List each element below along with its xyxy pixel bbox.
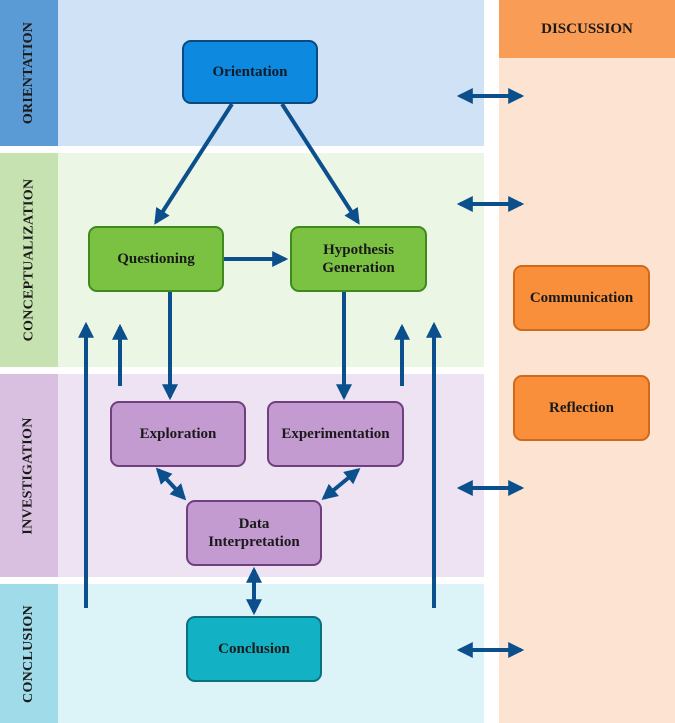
interpretation-node-label-line1: Data: [238, 516, 270, 532]
investigation-band-label-bg: INVESTIGATION: [0, 374, 58, 577]
exploration-node-label: Exploration: [139, 426, 217, 442]
discussion-column: [499, 0, 675, 723]
conclusion-node-label: Conclusion: [218, 641, 290, 657]
experimentation-node-label: Experimentation: [281, 426, 390, 442]
reflection-node-label: Reflection: [549, 400, 614, 416]
questioning-node-label: Questioning: [117, 251, 195, 267]
communication-node-label: Communication: [529, 290, 634, 306]
orientation-node-label: Orientation: [212, 64, 288, 80]
conclusion-band-label-bg: CONCLUSION: [0, 584, 58, 723]
conceptualization-band-label: CONCEPTUALIZATION: [21, 178, 37, 342]
questioning-node: Questioning: [88, 226, 224, 292]
hypothesis-generation-node: Hypothesis Generation: [290, 226, 427, 292]
conclusion-band-label: CONCLUSION: [21, 604, 36, 703]
discussion-header: DISCUSSION: [499, 0, 675, 58]
discussion-title: DISCUSSION: [541, 20, 633, 37]
exploration-node: Exploration: [110, 401, 246, 467]
conceptualization-band-label-bg: CONCEPTUALIZATION: [0, 153, 58, 367]
conclusion-band: CONCLUSION: [0, 584, 484, 723]
experimentation-node: Experimentation: [267, 401, 404, 467]
orientation-band-label-bg: ORIENTATION: [0, 0, 58, 146]
reflection-node: Reflection: [513, 375, 650, 441]
conclusion-node: Conclusion: [186, 616, 322, 682]
communication-node: Communication: [513, 265, 650, 331]
hypothesis-node-label-line1: Hypothesis: [323, 242, 394, 258]
orientation-band-label: ORIENTATION: [21, 21, 37, 125]
interpretation-node-label-line2: Interpretation: [208, 534, 300, 550]
investigation-band-label: INVESTIGATION: [21, 416, 37, 535]
hypothesis-node-label-line2: Generation: [322, 260, 395, 276]
orientation-node: Orientation: [182, 40, 318, 104]
data-interpretation-node: Data Interpretation: [186, 500, 322, 566]
